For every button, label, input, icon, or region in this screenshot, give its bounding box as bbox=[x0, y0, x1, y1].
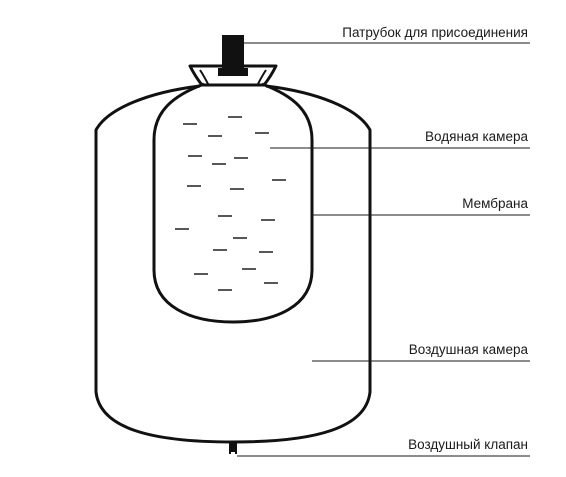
water-marks bbox=[175, 116, 286, 291]
fitting-pipe bbox=[222, 35, 244, 70]
fitting-nut bbox=[218, 68, 248, 76]
label-air-valve: Воздушный клапан bbox=[408, 437, 528, 452]
air-valve bbox=[229, 442, 237, 456]
label-water-chamber: Водяная камера bbox=[425, 129, 528, 144]
label-fitting: Патрубок для присоединения bbox=[342, 25, 528, 40]
air-valve-tip bbox=[231, 452, 235, 456]
fitting-collar-inner bbox=[199, 69, 267, 85]
tank-body-outline bbox=[94, 84, 372, 444]
membrane-outline bbox=[152, 82, 314, 324]
label-membrane: Мембрана bbox=[462, 196, 528, 211]
label-air-chamber: Воздушная камера bbox=[409, 342, 529, 357]
air-valve-stem bbox=[229, 442, 237, 454]
